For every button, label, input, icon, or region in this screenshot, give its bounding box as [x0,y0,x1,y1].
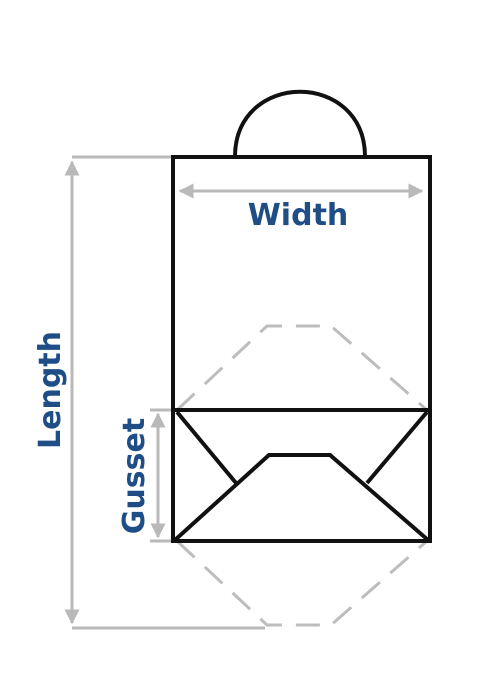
fold-guide-upper [175,324,428,412]
width-label: Width [248,198,349,233]
gusset-fold-right [365,410,429,485]
fold-guide-lower [175,539,428,627]
length-label: Length [33,331,68,449]
bag-body [171,155,432,543]
bag-handle [233,89,367,158]
gusset-fold-left [175,410,238,485]
gusset-label: Gusset [117,418,152,534]
gusset-base-trapezoid [173,453,430,542]
